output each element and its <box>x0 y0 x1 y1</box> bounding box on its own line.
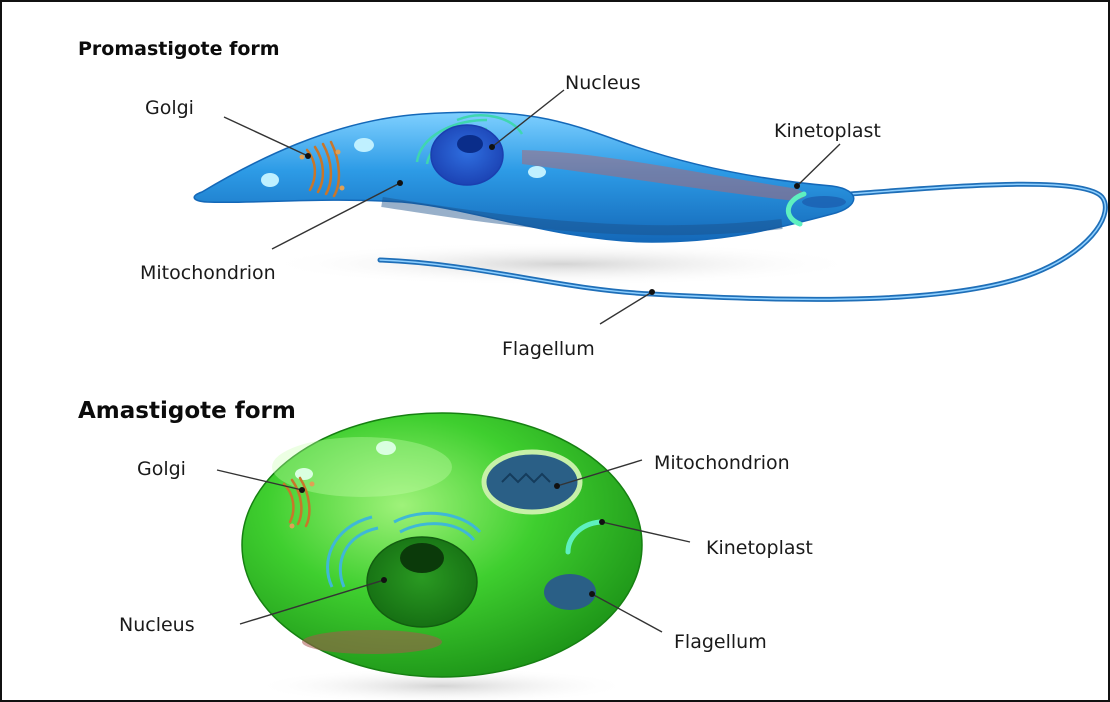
label-promastigote-mitochondrion: Mitochondrion <box>140 262 276 284</box>
vacuole <box>354 138 374 152</box>
label-promastigote-flagellum: Flagellum <box>502 338 595 360</box>
promastigote-nucleolus <box>457 135 483 153</box>
label-promastigote-kinetoplast: Kinetoplast <box>774 120 881 142</box>
vacuole <box>528 166 546 178</box>
vacuole <box>376 441 396 455</box>
label-promastigote-golgi: Golgi <box>145 97 194 119</box>
amastigote-flagellum <box>544 574 596 610</box>
label-amastigote-kinetoplast: Kinetoplast <box>706 537 813 559</box>
vacuole <box>261 173 279 187</box>
amastigote-title: Amastigote form <box>78 398 296 424</box>
label-promastigote-nucleus: Nucleus <box>565 72 641 94</box>
label-amastigote-mitochondrion: Mitochondrion <box>654 452 790 474</box>
promastigote-title: Promastigote form <box>78 38 280 60</box>
label-amastigote-golgi: Golgi <box>137 458 186 480</box>
leader-line-kinetoplast <box>797 144 840 186</box>
label-amastigote-nucleus: Nucleus <box>119 614 195 636</box>
leader-line-flagellum <box>600 292 652 324</box>
label-amastigote-flagellum: Flagellum <box>674 631 767 653</box>
flagellar-pocket <box>802 196 846 208</box>
promastigote-shadow <box>262 242 862 286</box>
promastigote-nucleus <box>431 125 503 185</box>
leader-line-golgi <box>224 117 308 156</box>
amastigote-nucleolus <box>400 543 444 573</box>
amastigote-inclusion <box>302 630 442 654</box>
amastigote-highlight <box>272 437 452 497</box>
vacuole <box>295 468 313 480</box>
amastigote-mitochondrion <box>484 452 580 512</box>
